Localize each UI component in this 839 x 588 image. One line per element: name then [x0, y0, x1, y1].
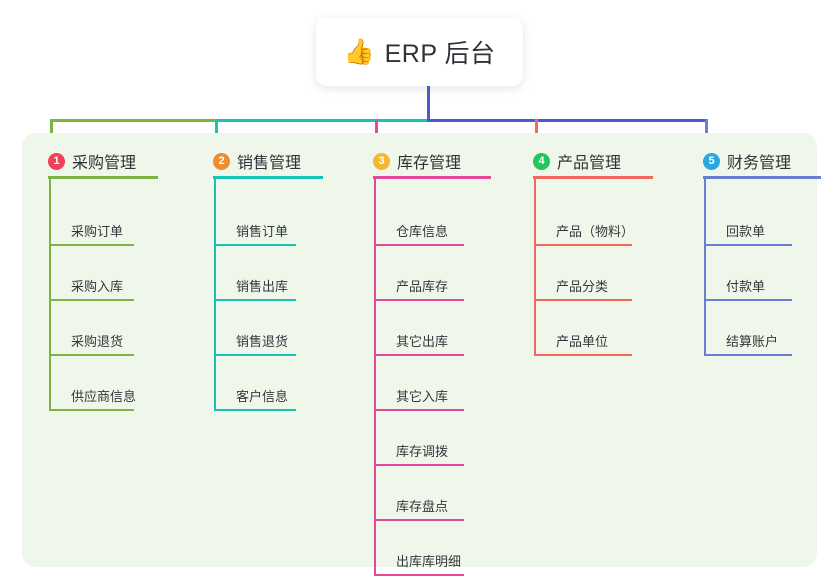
branch-header-rule: [373, 176, 491, 179]
root-node[interactable]: 👍 ERP 后台: [316, 18, 523, 86]
root-stem-line: [427, 86, 430, 122]
branch-leaf-label: 产品库存: [396, 279, 449, 294]
branch-header-label: 财务管理: [727, 155, 792, 172]
branch-spine: [214, 176, 216, 411]
branch-leaf[interactable]: 供应商信息: [49, 365, 137, 411]
branch-leaf[interactable]: 产品库存: [374, 255, 464, 301]
branches-panel: [22, 133, 817, 567]
branch-leaf-label: 采购退货: [71, 334, 124, 349]
branch-header-4[interactable]: 4 产品管理: [521, 146, 621, 176]
branch-leaf[interactable]: 仓库信息: [374, 200, 464, 246]
branch-header-5[interactable]: 5 财务管理: [691, 146, 791, 176]
branch-leaf[interactable]: 产品（物料）: [534, 200, 635, 246]
branch-leaf[interactable]: 其它入库: [374, 365, 464, 411]
branch-header-3[interactable]: 3 库存管理: [361, 146, 461, 176]
branch-leaf-label: 结算账户: [726, 334, 779, 349]
branch-leaf[interactable]: 回款单: [704, 200, 792, 246]
branch-leaf-label: 产品单位: [556, 334, 609, 349]
branch-spine: [49, 176, 51, 411]
branch-spine: [374, 176, 376, 576]
branch-leaf-label: 出库库明细: [396, 554, 462, 569]
branch-leaf[interactable]: 销售订单: [214, 200, 296, 246]
branch-header-rule: [48, 176, 158, 179]
branch-leaf-label: 其它入库: [396, 389, 449, 404]
branch-leaf-label: 销售出库: [236, 279, 289, 294]
branch-header-label: 产品管理: [557, 155, 622, 172]
branch-leaf-label: 采购入库: [71, 279, 124, 294]
branch-leaf[interactable]: 产品单位: [534, 310, 632, 356]
branch-leaf-label: 供应商信息: [71, 389, 137, 404]
branch-leaf-label: 采购订单: [71, 224, 124, 239]
branch-leaf-label: 销售退货: [236, 334, 289, 349]
branch-spine: [704, 176, 706, 356]
branch-leaf[interactable]: 销售出库: [214, 255, 296, 301]
number-badge-4: 4: [533, 152, 550, 170]
branch-header-rule: [533, 176, 653, 179]
branch-leaf[interactable]: 付款单: [704, 255, 792, 301]
branch-leaf-label: 仓库信息: [396, 224, 449, 239]
branch-spine: [534, 176, 536, 356]
branch-leaf-label: 客户信息: [236, 389, 289, 404]
branch-leaf-label: 产品（物料）: [556, 224, 635, 239]
branch-leaf[interactable]: 采购退货: [49, 310, 134, 356]
branch-leaf-rule: [214, 354, 296, 356]
branch-leaf-rule: [49, 244, 134, 246]
branch-leaf-rule: [374, 354, 464, 356]
root-title: ERP 后台: [384, 40, 496, 68]
branch-leaf-rule: [374, 574, 464, 576]
branch-leaf-rule: [374, 519, 464, 521]
branch-leaf[interactable]: 出库库明细: [374, 530, 464, 576]
branch-leaf[interactable]: 销售退货: [214, 310, 296, 356]
branch-leaf-label: 付款单: [726, 279, 766, 294]
branch-leaf-label: 库存调拨: [396, 444, 449, 459]
number-badge-5: 5: [703, 152, 720, 170]
branch-leaf-rule: [374, 299, 464, 301]
branch-leaf-rule: [49, 299, 134, 301]
branch-leaf-rule: [704, 299, 792, 301]
branch-leaf-label: 其它出库: [396, 334, 449, 349]
number-badge-1: 1: [48, 152, 65, 170]
number-badge-3: 3: [373, 152, 390, 170]
branch-header-label: 采购管理: [72, 155, 137, 172]
branch-header-rule: [213, 176, 323, 179]
branch-leaf-rule: [49, 354, 134, 356]
branch-leaf[interactable]: 采购订单: [49, 200, 134, 246]
branch-leaf-rule: [704, 354, 792, 356]
branch-leaf[interactable]: 产品分类: [534, 255, 632, 301]
branch-leaf-rule: [214, 244, 296, 246]
branch-header-2[interactable]: 2 销售管理: [201, 146, 301, 176]
number-badge-2: 2: [213, 152, 230, 170]
thumbs-up-icon: 👍: [343, 37, 375, 66]
branch-header-label: 库存管理: [397, 155, 462, 172]
bar-segment-blue: [427, 119, 708, 122]
branch-leaf-rule: [374, 464, 464, 466]
branch-leaf[interactable]: 结算账户: [704, 310, 792, 356]
branch-leaf[interactable]: 其它出库: [374, 310, 464, 356]
branch-leaf-rule: [534, 299, 632, 301]
branch-leaf-rule: [704, 244, 792, 246]
branch-leaf-label: 销售订单: [236, 224, 289, 239]
branch-header-label: 销售管理: [237, 155, 302, 172]
bar-segment-teal: [215, 119, 430, 122]
branch-header-rule: [703, 176, 821, 179]
branch-header-1[interactable]: 1 采购管理: [36, 146, 136, 176]
branch-leaf-rule: [214, 409, 296, 411]
branch-leaf-rule: [374, 244, 464, 246]
branch-leaf[interactable]: 采购入库: [49, 255, 134, 301]
branch-leaf-rule: [214, 299, 296, 301]
branch-leaf-rule: [534, 244, 632, 246]
branch-leaf-label: 回款单: [726, 224, 766, 239]
branch-leaf-rule: [49, 409, 134, 411]
branch-leaf[interactable]: 库存调拨: [374, 420, 464, 466]
bar-segment-green: [50, 119, 218, 122]
branch-leaf-label: 产品分类: [556, 279, 609, 294]
branch-leaf-rule: [534, 354, 632, 356]
branch-leaf-label: 库存盘点: [396, 499, 449, 514]
branch-leaf-rule: [374, 409, 464, 411]
branch-leaf[interactable]: 客户信息: [214, 365, 296, 411]
branch-leaf[interactable]: 库存盘点: [374, 475, 464, 521]
